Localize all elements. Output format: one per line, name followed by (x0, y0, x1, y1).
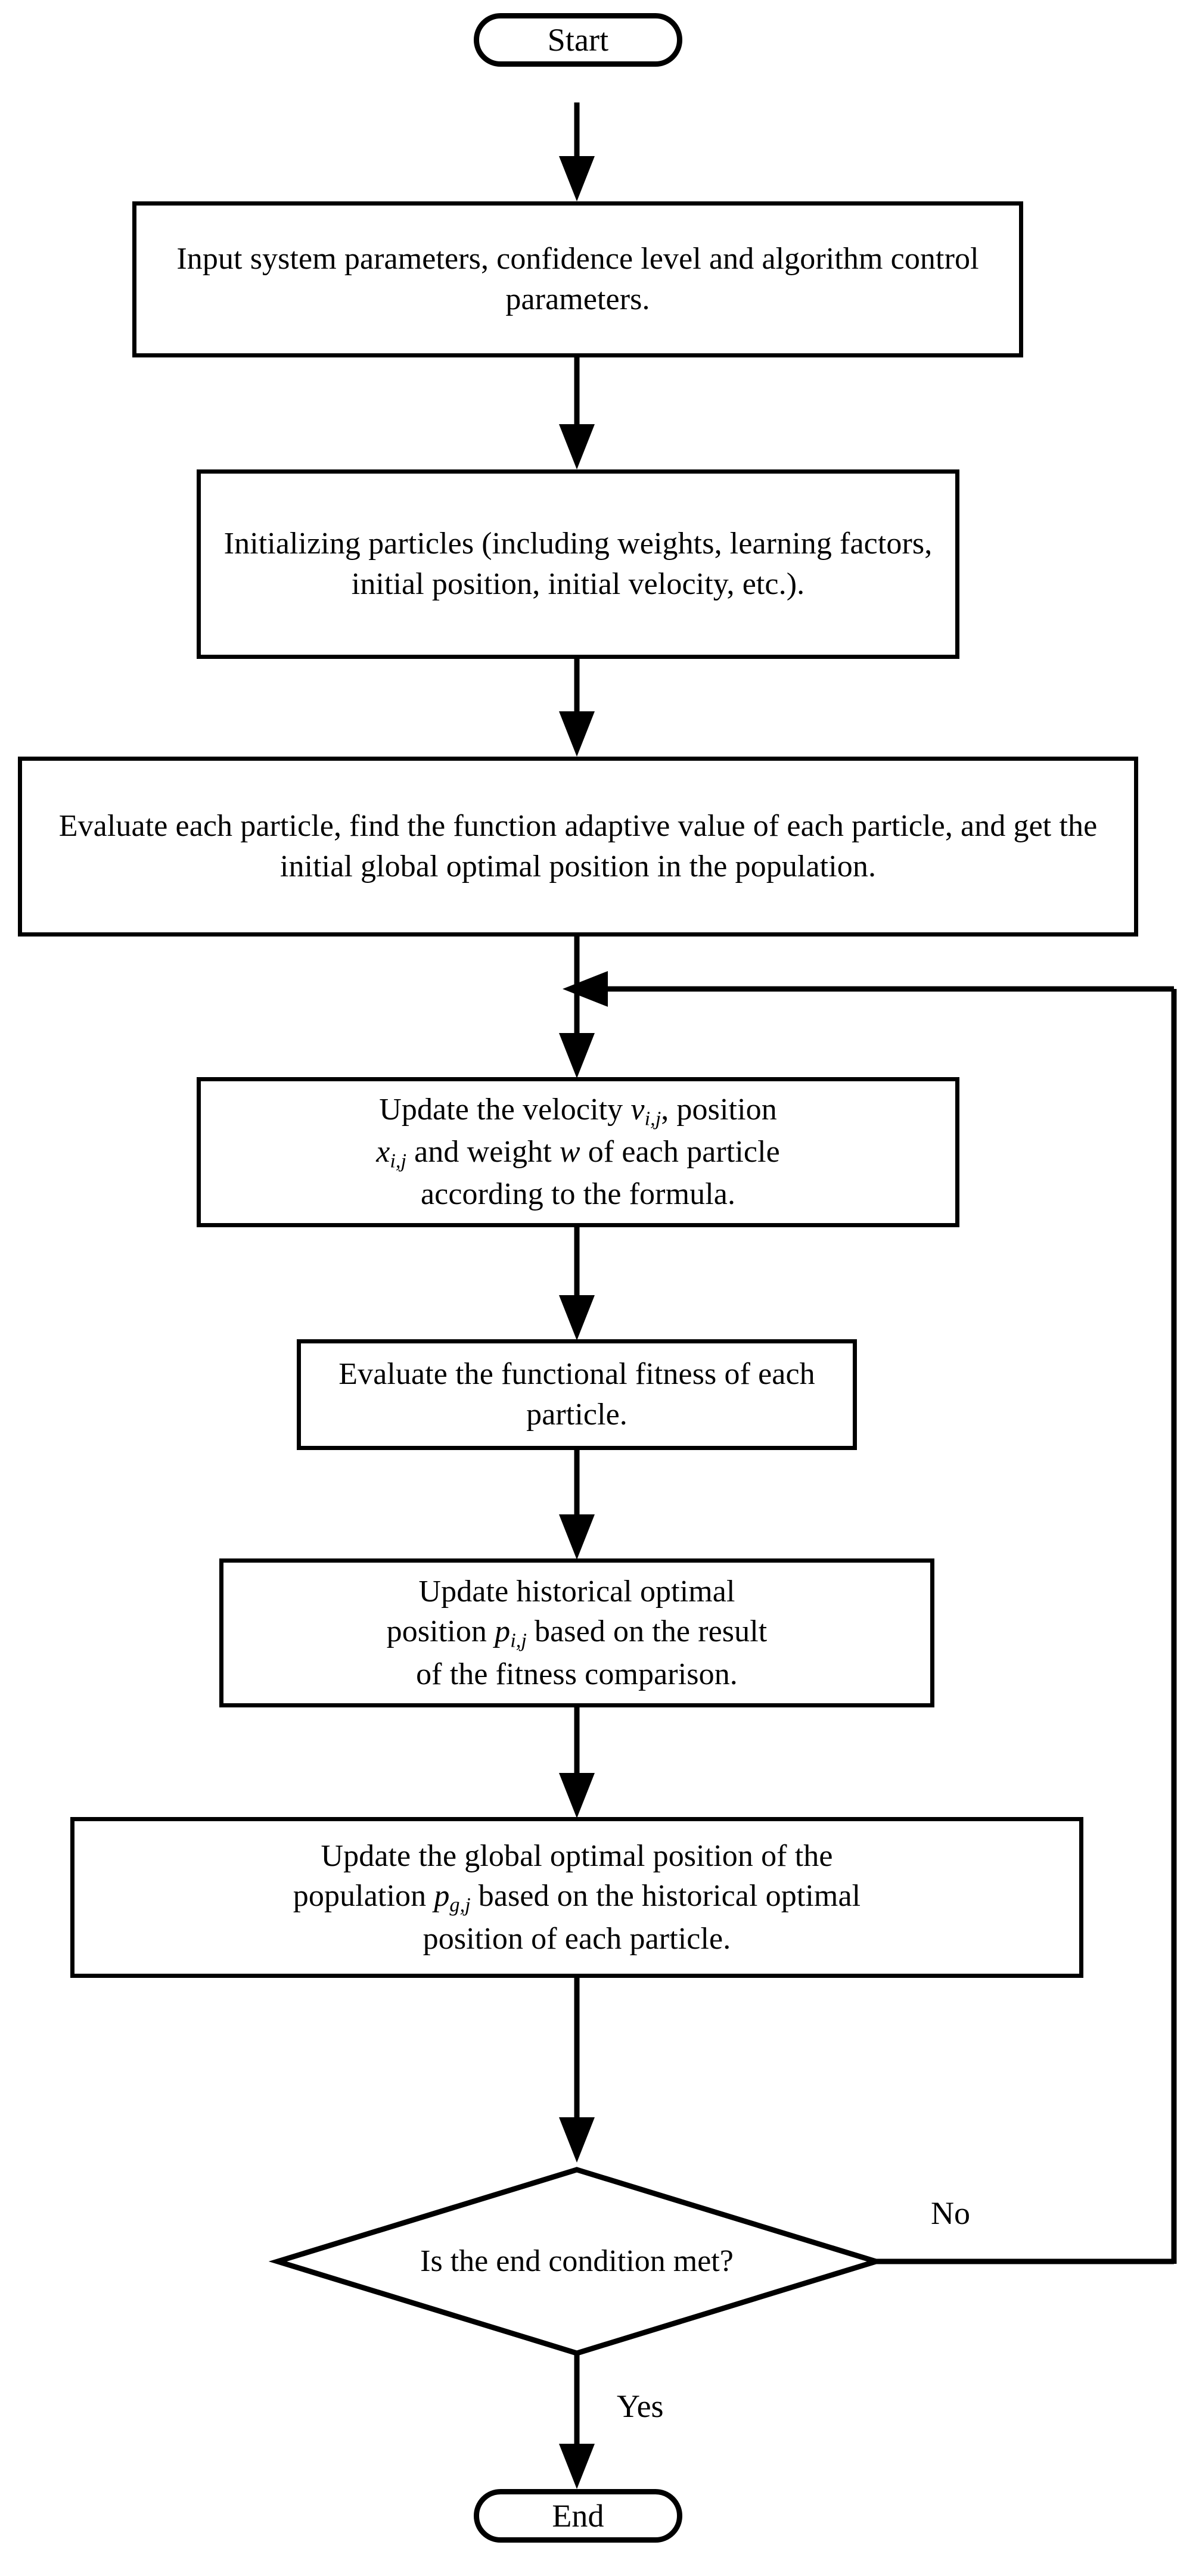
personal-best-line2-pre: position (386, 1614, 495, 1649)
node-initialize-particles-label: Initializing particles (including weight… (223, 527, 933, 601)
velocity-var-v: vi,j (630, 1093, 661, 1130)
diamond-outline (268, 2167, 886, 2356)
velocity-line2-mid: and weight (406, 1135, 560, 1169)
node-input-parameters-label: Input system parameters, confidence leve… (176, 242, 979, 316)
arrowhead-evaluate (559, 711, 595, 757)
velocity-var-w: w (559, 1135, 580, 1169)
global-best-line1: Update the global optimal position of th… (321, 1838, 833, 1873)
velocity-line3: according to the formula. (420, 1177, 736, 1212)
node-end[interactable]: End (474, 2489, 682, 2543)
velocity-line1-post: , position (661, 1093, 777, 1127)
node-end-label: End (552, 2497, 604, 2534)
arrowhead-initialize (559, 424, 595, 469)
arrowhead-personal-best (559, 1514, 595, 1560)
node-update-global-best-label: Update the global optimal position of th… (74, 1836, 1079, 1959)
node-evaluate-fitness[interactable]: Evaluate the functional fitness of each … (297, 1339, 857, 1450)
arrowhead-loop-return (563, 971, 608, 1007)
node-evaluate-fitness-label: Evaluate the functional fitness of each … (338, 1357, 815, 1432)
node-decision-end-condition[interactable]: Is the end condition met? (268, 2166, 886, 2357)
personal-best-line1: Update historical optimal (418, 1574, 735, 1609)
global-best-line2-post: based on the historical optimal (470, 1879, 861, 1914)
node-input-parameters[interactable]: Input system parameters, confidence leve… (132, 201, 1023, 357)
personal-best-line3: of the fitness comparison. (416, 1657, 738, 1691)
node-update-velocity-label: Update the velocity vi,j, position xi,j … (201, 1090, 955, 1215)
node-initialize-particles[interactable]: Initializing particles (including weight… (197, 469, 959, 659)
node-update-personal-best[interactable]: Update historical optimal position pi,j … (219, 1558, 934, 1707)
node-decision-label: Is the end condition met? (420, 2244, 734, 2278)
velocity-line1-pre: Update the velocity (379, 1093, 631, 1127)
node-update-velocity[interactable]: Update the velocity vi,j, position xi,j … (197, 1077, 959, 1227)
arrowhead-end (559, 2444, 595, 2489)
velocity-line2-post: of each particle (580, 1135, 780, 1169)
node-update-global-best[interactable]: Update the global optimal position of th… (70, 1817, 1083, 1978)
node-evaluate-initial[interactable]: Evaluate each particle, find the functio… (18, 757, 1138, 937)
edge-label-no: No (931, 2195, 970, 2231)
personal-best-line2-post: based on the result (526, 1614, 768, 1649)
global-best-var-p: pg,j (434, 1879, 471, 1917)
arrowhead-global-best (559, 1773, 595, 1818)
arrowhead-fitness (559, 1295, 595, 1340)
global-best-line3: position of each particle. (423, 1921, 731, 1956)
node-update-personal-best-label: Update historical optimal position pi,j … (223, 1572, 930, 1694)
global-best-line2-pre: population (293, 1879, 434, 1914)
velocity-var-x: xi,j (376, 1135, 407, 1172)
arrowhead-update-velocity (559, 1033, 595, 1078)
node-start[interactable]: Start (474, 13, 682, 67)
arrowhead-input (559, 156, 595, 201)
node-start-label: Start (547, 21, 609, 58)
edge-label-yes: Yes (617, 2388, 664, 2424)
node-evaluate-initial-label: Evaluate each particle, find the functio… (58, 809, 1098, 883)
personal-best-var-p: pi,j (495, 1614, 527, 1652)
arrowhead-decision (559, 2117, 595, 2163)
